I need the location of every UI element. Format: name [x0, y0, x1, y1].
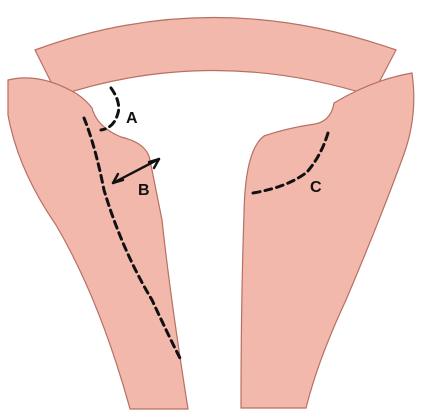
label-c: C: [310, 179, 322, 196]
label-b: B: [138, 182, 150, 199]
label-a: A: [126, 110, 138, 127]
